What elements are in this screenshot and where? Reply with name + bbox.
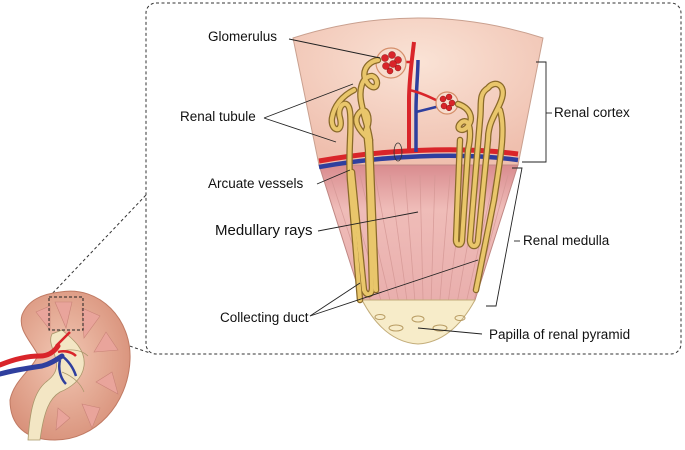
label-renal-cortex: Renal cortex: [554, 105, 630, 120]
label-renal-medulla: Renal medulla: [523, 233, 610, 248]
label-papilla: Papilla of renal pyramid: [489, 327, 631, 342]
glomerulus-upper: [375, 47, 407, 79]
inset-frame: [145, 2, 682, 355]
label-renal-tubule: Renal tubule: [180, 109, 256, 124]
label-glomerulus: Glomerulus: [208, 29, 278, 44]
zoom-line-top: [48, 194, 147, 298]
arcuate-vein: [318, 153, 519, 170]
renal-tubules: [328, 56, 507, 304]
glomerulus-lower: [435, 91, 459, 115]
papilla-openings: [374, 314, 466, 332]
label-medullary-rays: Medullary rays: [215, 222, 313, 239]
kidney-thumbnail: [0, 290, 131, 441]
label-arcuate-vessels: Arcuate vessels: [208, 176, 304, 191]
inset-marker-square: [48, 296, 84, 331]
label-collecting-duct: Collecting duct: [220, 310, 309, 325]
leader-lines: [263, 38, 552, 335]
arcuate-artery: [318, 147, 519, 164]
